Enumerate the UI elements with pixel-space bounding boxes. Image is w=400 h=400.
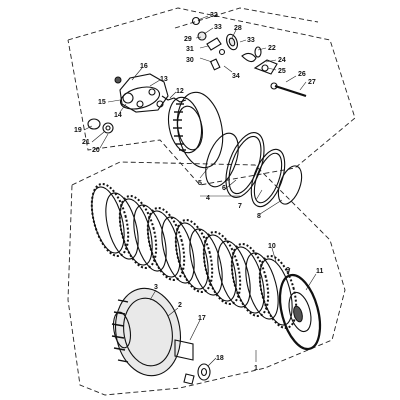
group-outlines — [67, 7, 356, 396]
callout-6: 6 — [222, 185, 226, 192]
callout-30: 30 — [186, 57, 194, 64]
callout-13: 13 — [160, 76, 168, 83]
callout-18: 18 — [216, 355, 224, 362]
callout-34: 34 — [232, 73, 240, 80]
callout-8: 8 — [257, 213, 261, 220]
leader-lines — [83, 15, 317, 367]
callout-3: 3 — [154, 284, 158, 291]
callout-12: 12 — [176, 88, 184, 95]
callout-33: 33 — [214, 24, 222, 31]
callout-17: 17 — [198, 315, 206, 322]
callout-22: 22 — [268, 45, 276, 52]
pressure-plate-assembly — [87, 73, 187, 134]
callout-25: 25 — [278, 68, 286, 75]
top-small-parts — [191, 16, 307, 98]
callout-19: 19 — [74, 127, 82, 134]
callout-33-lower: 33 — [247, 37, 255, 44]
callout-10: 10 — [268, 243, 276, 250]
callout-11: 11 — [316, 268, 324, 275]
outer-plate — [278, 273, 322, 351]
callout-5: 5 — [198, 180, 202, 187]
callout-31: 31 — [186, 46, 194, 53]
rings-5-to-8 — [205, 132, 303, 208]
callout-29: 29 — [184, 36, 192, 43]
callout-28: 28 — [234, 25, 242, 32]
callout-1: 1 — [254, 365, 258, 372]
callout-9: 9 — [286, 267, 290, 274]
callout-labels: 32 33 29 28 31 30 33 22 24 25 34 26 27 1… — [74, 12, 324, 372]
clutch-boss — [167, 91, 224, 169]
callout-16: 16 — [140, 63, 148, 70]
callout-27: 27 — [308, 79, 316, 86]
callout-14: 14 — [114, 112, 122, 119]
callout-20: 20 — [92, 147, 100, 154]
callout-15: 15 — [98, 99, 106, 106]
callout-32: 32 — [210, 12, 218, 19]
clutch-plate-stack — [90, 183, 298, 329]
callout-2: 2 — [178, 302, 182, 309]
callout-4: 4 — [206, 195, 210, 202]
callout-24: 24 — [278, 57, 286, 64]
callout-26: 26 — [298, 71, 306, 78]
clutch-housing — [111, 287, 211, 385]
callout-7: 7 — [238, 203, 242, 210]
callout-21: 21 — [82, 139, 90, 146]
